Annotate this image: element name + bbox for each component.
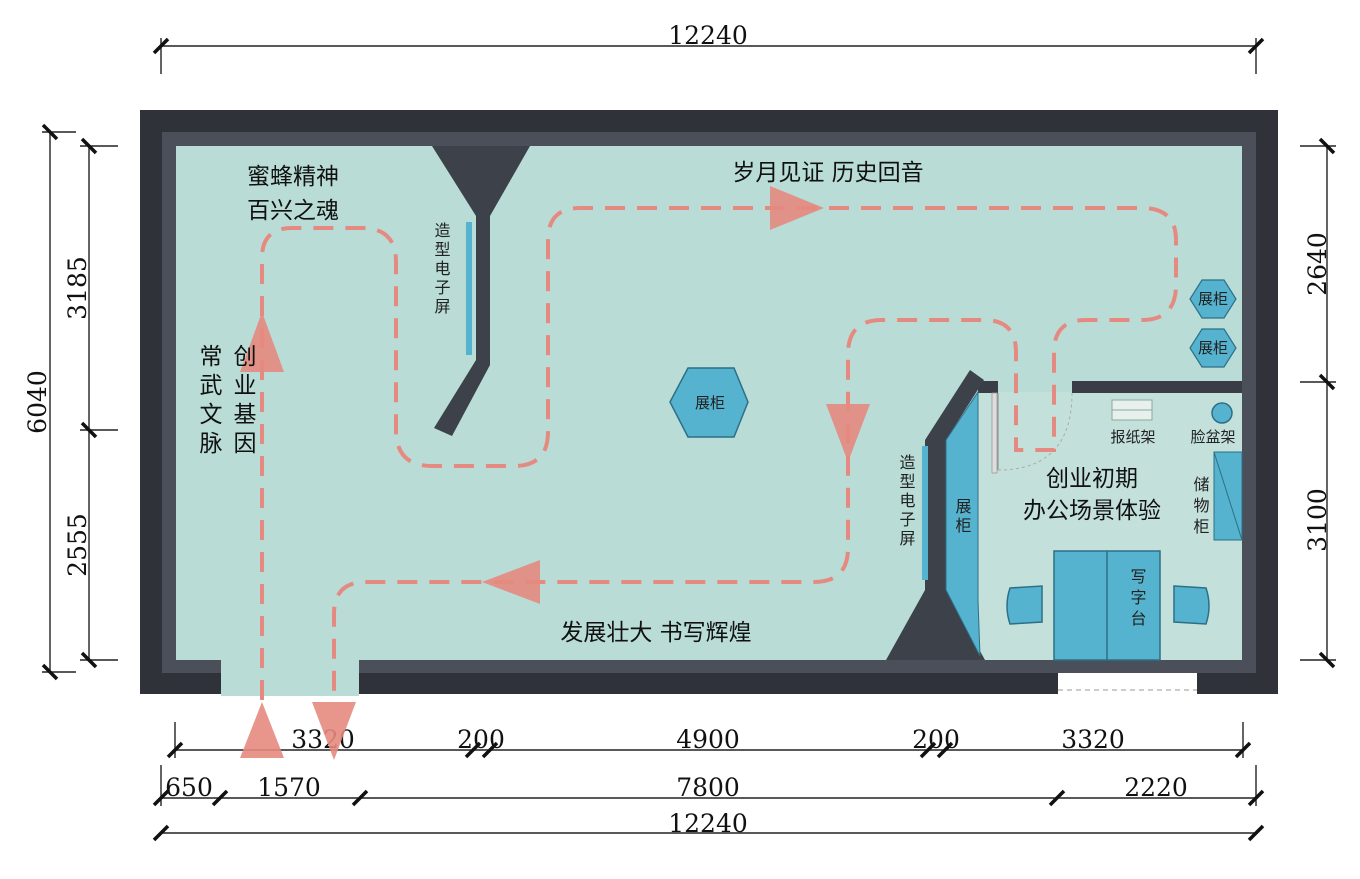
screen-strip-2: [922, 446, 928, 580]
dim-row2-d: 2220: [1124, 773, 1188, 802]
partition-left: [432, 146, 530, 436]
zone-bee-spirit-line2: 百兴之魂: [247, 198, 339, 224]
partition-right: [886, 370, 985, 660]
chair-left: [1006, 585, 1043, 625]
dim-right-lower: 3100: [1303, 488, 1332, 552]
office-furniture: [1006, 399, 1243, 661]
label-screen-1: 造型电子屏: [432, 222, 451, 317]
dimension-lines: [41, 37, 1336, 842]
entrance-opening: [221, 660, 359, 696]
arrow-down-mid: [826, 404, 870, 462]
label-center-cabinet: 展柜: [695, 394, 725, 412]
dim-left-lower: 2555: [63, 513, 92, 577]
label-desk: 写字台: [1128, 568, 1147, 631]
dim-left-upper: 3185: [63, 256, 92, 320]
office-cabinet: [945, 390, 981, 657]
zone-bee-spirit-line1: 蜜蜂精神: [247, 164, 339, 190]
arrow-left-bottom: [482, 560, 540, 604]
center-cabinet-hex: [669, 367, 749, 438]
right-cabinet-hex-1: [1189, 279, 1237, 319]
dim-bottom-total: 12240: [668, 809, 748, 838]
label-right-cabinet-1: 展柜: [1198, 290, 1228, 308]
dim-left-total: 6040: [23, 370, 52, 434]
zone-wuwen-col1: 常武文脉: [195, 344, 223, 460]
arrow-up-1: [240, 312, 284, 372]
zone-wuwen-col2: 创业基因: [229, 344, 257, 460]
dim-right-upper: 2640: [1303, 232, 1332, 296]
zone-development: 发展壮大 书写辉煌: [560, 620, 751, 646]
dim-row1-e: 3320: [1061, 725, 1125, 754]
basin-icon: [1211, 402, 1233, 424]
dim-row2-b: 1570: [257, 773, 321, 802]
label-newspaper-rack: 报纸架: [1110, 428, 1155, 446]
zone-years-witness: 岁月见证 历史回音: [732, 160, 923, 186]
dim-row1-c: 4900: [676, 725, 740, 754]
visitor-route: [240, 186, 1178, 760]
label-basin-rack: 脸盆架: [1190, 428, 1235, 446]
label-screen-2: 造型电子屏: [897, 454, 916, 549]
dim-row2-c: 7800: [676, 773, 740, 802]
screen-strip-1: [466, 222, 472, 355]
zone-startup-office-line2: 办公场景体验: [1023, 498, 1161, 524]
label-office-cabinet: 展柜: [953, 498, 972, 536]
dim-row2-a: 650: [165, 773, 213, 802]
arrow-up-entry: [240, 702, 284, 758]
label-storage-cabinet: 储物柜: [1191, 476, 1210, 539]
label-right-cabinet-2: 展柜: [1198, 339, 1228, 357]
right-cabinet-hex-2: [1189, 328, 1237, 368]
arrow-down-exit: [312, 702, 356, 760]
arrow-right-top: [770, 186, 824, 230]
dim-row1-d: 200: [912, 725, 960, 754]
zone-startup-office-line1: 创业初期: [1046, 466, 1138, 492]
dim-row1-b: 200: [457, 725, 505, 754]
dim-top-total: 12240: [668, 21, 748, 50]
side-door-opening: [1058, 673, 1197, 695]
office-top-wall: [1072, 381, 1242, 393]
chair-right: [1173, 585, 1210, 625]
